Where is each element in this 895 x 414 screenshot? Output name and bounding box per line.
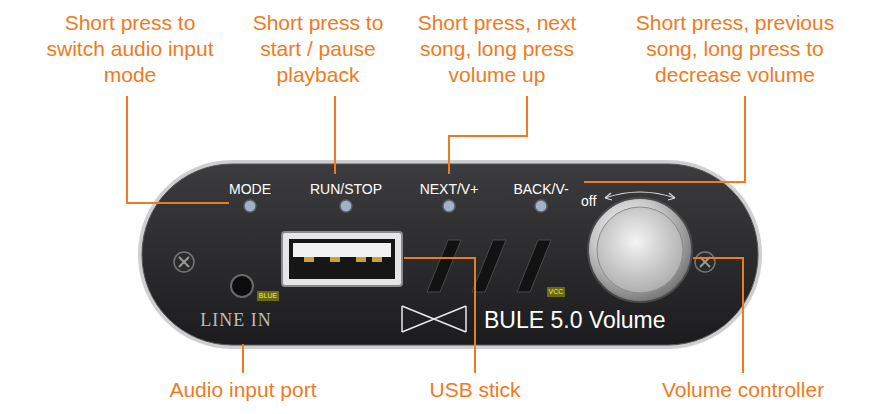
volume-knob: [588, 198, 692, 302]
audio-jack: [231, 275, 253, 297]
screw: [695, 252, 715, 272]
silkscreen-tag: VCC: [547, 287, 566, 297]
leader-line: [449, 96, 527, 174]
leader-line: [242, 344, 244, 373]
usb-socket: [289, 239, 395, 279]
callout-text: Short press, next song, long press volum…: [401, 10, 593, 88]
back-button: [535, 200, 547, 212]
rotation-arrow: [605, 192, 675, 198]
panel-face: [142, 164, 758, 345]
port-label: LINE IN: [200, 310, 271, 331]
usb-pin: [330, 257, 340, 262]
vent-slot: [427, 240, 461, 292]
brand-name: BULE 5.0 Volume: [484, 307, 666, 333]
next-button: [443, 200, 455, 212]
silkscreen-tag: BLUE: [257, 291, 279, 301]
part-label: Audio input port: [169, 378, 316, 402]
usb-pin: [372, 257, 382, 262]
leader-lines: [127, 96, 745, 373]
leader-line: [127, 96, 229, 203]
callout-text: Short press to start / pause playback: [238, 10, 398, 88]
usb-pin: [356, 257, 366, 262]
knob-marking: off: [581, 193, 596, 209]
run-button: [340, 200, 352, 212]
usb-pin: [304, 257, 314, 262]
button-label: BACK/V-: [513, 181, 568, 197]
button-label: MODE: [229, 181, 271, 197]
leader-line: [584, 96, 745, 182]
vent-slot: [472, 240, 506, 292]
screw: [174, 252, 194, 272]
arrow-head: [605, 193, 675, 200]
button-label: NEXT/V+: [420, 181, 479, 197]
leader-line: [334, 96, 336, 174]
leader-line: [404, 258, 475, 373]
usb-tongue: [293, 243, 391, 257]
vent-slot: [517, 240, 551, 292]
screw-slot: [179, 257, 189, 267]
callout-text: Short press to switch audio input mode: [40, 10, 220, 88]
knob-cap: [597, 207, 683, 293]
brand-logo: [402, 306, 466, 332]
panel-rim: [138, 160, 762, 349]
part-label: USB stick: [429, 378, 520, 402]
callout-text: Short press, previous song, long press t…: [610, 10, 860, 88]
leader-line: [693, 258, 743, 373]
usb-port: [282, 232, 402, 286]
button-label: RUN/STOP: [310, 181, 382, 197]
mode-button: [244, 200, 256, 212]
part-label: Volume controller: [662, 378, 824, 402]
